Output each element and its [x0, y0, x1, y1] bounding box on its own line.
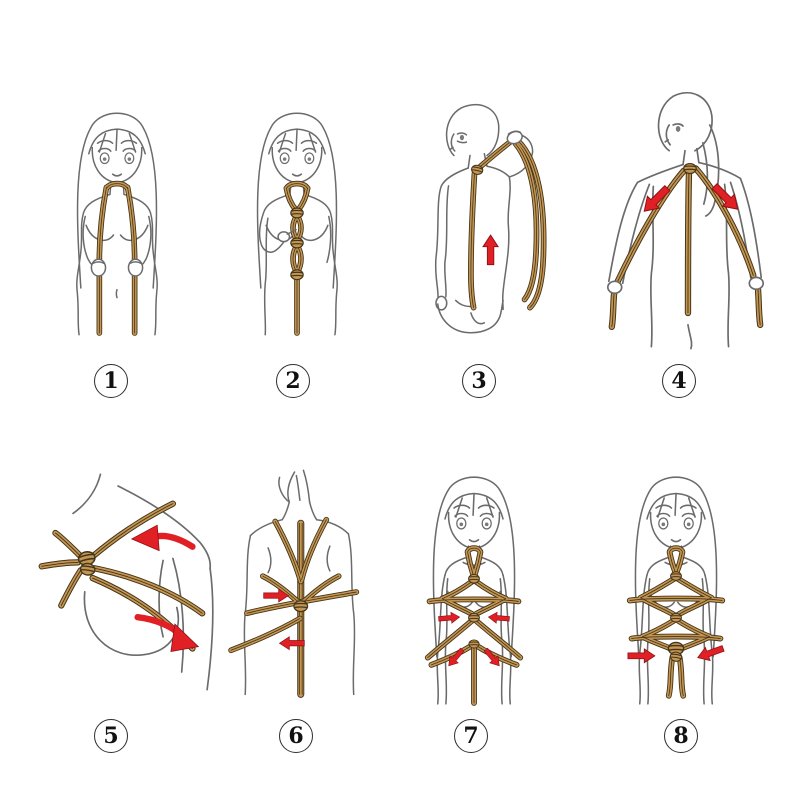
step-1-illustration — [76, 112, 158, 356]
step-5-illustration — [28, 473, 214, 691]
rope — [99, 184, 134, 333]
figure-outline — [76, 112, 158, 336]
step-8-badge: 8 — [664, 719, 698, 753]
rope — [428, 548, 520, 703]
step-1-badge: 1 — [94, 364, 128, 398]
step-4-badge: 4 — [662, 364, 696, 398]
step-8-illustration — [608, 476, 726, 705]
hand-holding-rope — [506, 130, 523, 145]
step-2-illustration — [256, 112, 338, 356]
hands — [606, 276, 765, 295]
rope — [471, 138, 544, 307]
step-6-badge: 6 — [279, 719, 313, 753]
step-3-illustration — [434, 104, 572, 334]
figure-outline — [634, 476, 718, 705]
rope — [286, 184, 307, 333]
step-6-number: 6 — [288, 723, 304, 749]
step-1-number: 1 — [103, 368, 119, 394]
red-arrow-in-right — [487, 611, 511, 625]
step-2-number: 2 — [285, 368, 301, 394]
red-arrow-in-left — [627, 648, 656, 664]
pointing-hand — [277, 228, 297, 243]
red-arrow-in-left — [437, 611, 461, 625]
step-4-illustration — [606, 92, 765, 350]
step-7-number: 7 — [463, 723, 479, 749]
step-7-illustration — [406, 476, 542, 710]
step-5-badge: 5 — [94, 719, 128, 753]
step-7-badge: 7 — [454, 719, 488, 753]
step-2-badge: 2 — [276, 364, 310, 398]
step-5-number: 5 — [103, 723, 119, 749]
knots — [667, 571, 685, 663]
step-8-number: 8 — [673, 723, 689, 749]
waist-knot — [293, 600, 309, 613]
red-arrow-curved-right — [134, 614, 200, 652]
step-6-illustration — [224, 469, 374, 708]
neck-knot — [683, 162, 697, 175]
red-arrow-in-right — [694, 641, 726, 665]
figure-outline — [434, 104, 534, 334]
hands-gripping-rope — [90, 258, 144, 277]
step-3-badge: 3 — [462, 364, 496, 398]
red-arrow-up — [482, 234, 499, 266]
rope — [612, 169, 760, 327]
red-arrow-curved-left — [130, 524, 196, 552]
step-4-number: 4 — [671, 368, 687, 394]
step-3-number: 3 — [471, 368, 487, 394]
